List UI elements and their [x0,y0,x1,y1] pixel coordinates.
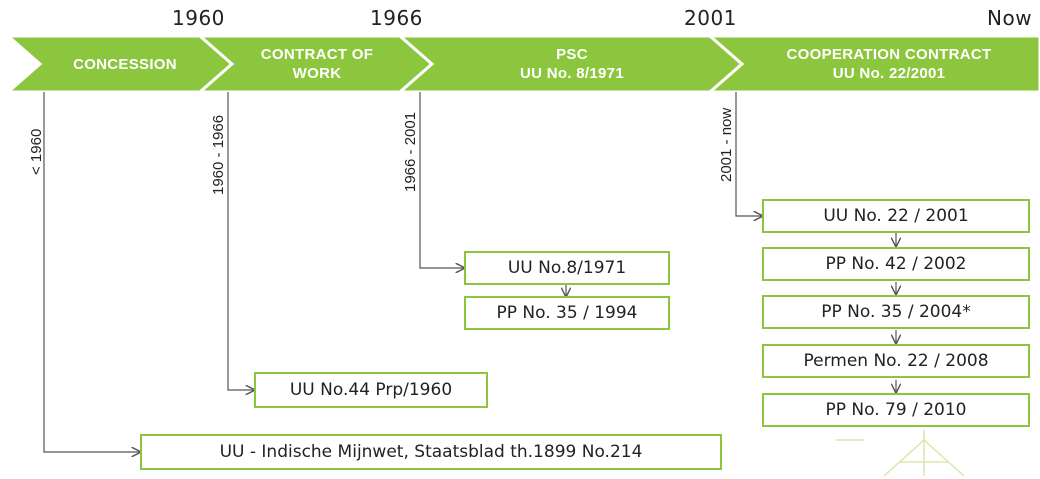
phase-psc-line2: UU No. 8/1971 [520,65,624,82]
period-label-contract-of-work: 1960 - 1966 [210,114,227,195]
phase-concession: CONCESSION [40,55,210,74]
chevron-cooperation [706,34,1040,94]
phase-cooperation-line2: UU No. 22/2001 [832,65,946,82]
connector-cooperation [735,92,762,216]
phase-contract-of-work-line2: WORK [292,65,342,82]
connector-psc [419,92,464,268]
year-1966: 1966 [370,6,423,30]
regulation-box-psc-2: PP No. 35 / 1994 [464,296,670,330]
regulation-box-concession: UU - Indische Mijnwet, Staatsblad th.189… [140,434,722,470]
phase-cooperation: COOPERATION CONTRACT UU No. 22/2001 [742,45,1036,83]
year-1960: 1960 [172,6,225,30]
period-label-cooperation: 2001 - now [718,107,735,182]
regulation-box-cooperation-3: PP No. 35 / 2004* [762,295,1030,329]
regulation-box-cooperation-4: Permen No. 22 / 2008 [762,344,1030,378]
phase-psc: PSC UU No. 8/1971 [432,45,712,83]
regulation-box-contract-of-work: UU No.44 Prp/1960 [254,372,488,408]
phase-concession-title: CONCESSION [73,56,177,73]
phase-contract-of-work: CONTRACT OF WORK [232,45,402,83]
connector-concession [43,92,140,452]
period-label-psc: 1966 - 2001 [402,111,419,192]
year-2001: 2001 [684,6,737,30]
connector-contract-of-work [227,92,254,390]
phase-contract-of-work-line1: CONTRACT OF [260,46,374,63]
phase-cooperation-line1: COOPERATION CONTRACT [786,46,992,63]
regulation-box-cooperation-2: PP No. 42 / 2002 [762,247,1030,281]
regulation-box-cooperation-1: UU No. 22 / 2001 [762,199,1030,233]
regulation-box-psc-1: UU No.8/1971 [464,251,670,285]
phase-psc-line1: PSC [556,46,588,63]
oil-rig-graphic [836,430,965,477]
year-now: Now [987,6,1033,30]
regulation-box-cooperation-5: PP No. 79 / 2010 [762,393,1030,427]
period-label-concession: < 1960 [28,128,45,175]
